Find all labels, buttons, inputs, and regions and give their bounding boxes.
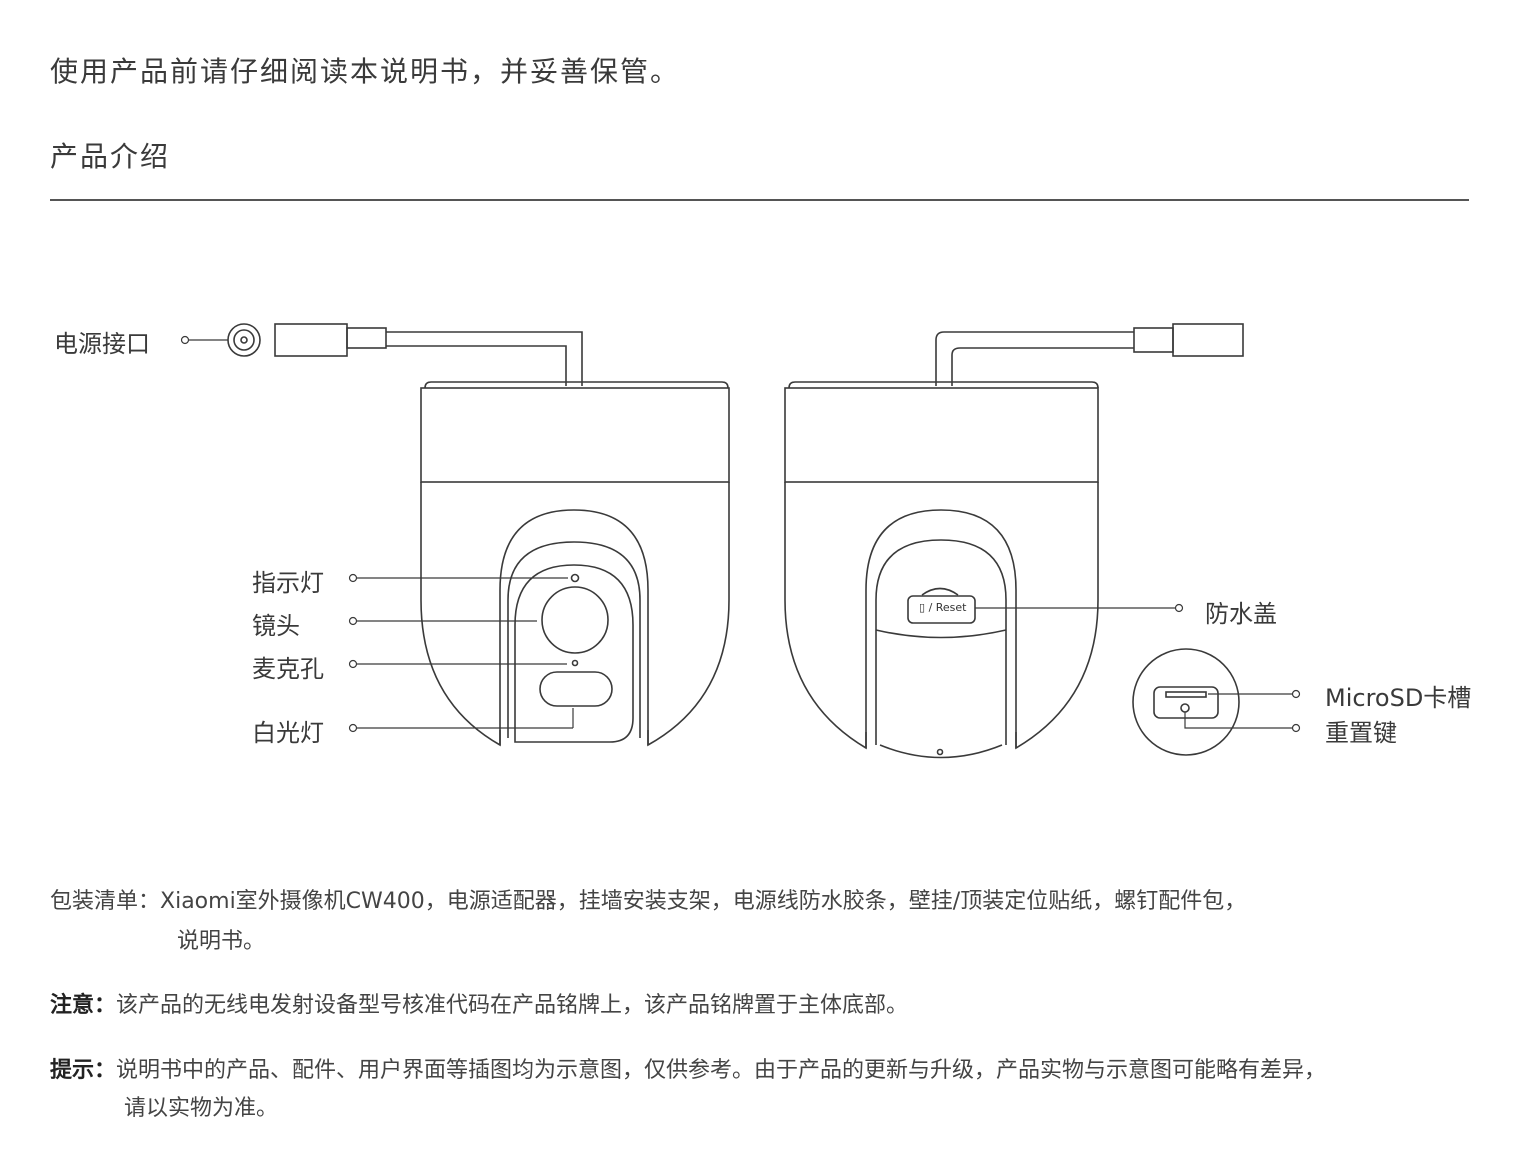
intro-text: 使用产品前请仔细阅读本说明书，并妥善保管。 (50, 55, 681, 88)
divider (50, 199, 1469, 201)
label-mic: 麦克孔 (252, 655, 324, 683)
label-reset-button: 重置键 (1325, 719, 1397, 747)
tip-line1: 说明书中的产品、配件、用户界面等插图均为示意图，仅供参考。由于产品的更新与升级，… (116, 1058, 1327, 1083)
back-camera-illustration (784, 323, 1244, 759)
label-power-port: 电源接口 (54, 330, 150, 358)
label-microsd-slot: MicroSD卡槽 (1325, 684, 1472, 712)
sd-card-icon: ▯ (919, 601, 926, 614)
package-line1: Xiaomi室外摄像机CW400，电源适配器，挂墙安装支架，电源线防水胶条，壁挂… (160, 889, 1247, 914)
attention-note: 注意：该产品的无线电发射设备型号核准代码在产品铭牌上，该产品铭牌置于主体底部。 (50, 986, 908, 1026)
label-lens: 镜头 (252, 612, 300, 640)
attention-head: 注意： (50, 993, 117, 1018)
package-head: 包装清单： (50, 889, 161, 914)
package-line2: 说明书。 (177, 929, 266, 954)
sd-slot-detail (1132, 648, 1301, 756)
front-camera-illustration (180, 323, 730, 747)
attention-text: 该产品的无线电发射设备型号核准代码在产品铭牌上，该产品铭牌置于主体底部。 (116, 993, 909, 1018)
reset-plate: ▯ / Reset (919, 601, 967, 614)
tip-line2: 请以实物为准。 (124, 1096, 279, 1121)
tip-note: 提示：说明书中的产品、配件、用户界面等插图均为示意图，仅供参考。由于产品的更新与… (50, 1051, 1326, 1091)
label-white-light: 白光灯 (252, 719, 324, 747)
tip-head: 提示： (50, 1058, 117, 1083)
label-waterproof-cover: 防水盖 (1205, 600, 1277, 628)
section-title: 产品介绍 (50, 140, 171, 173)
label-indicator: 指示灯 (252, 569, 324, 597)
reset-plate-label: / Reset (928, 601, 967, 614)
package-list: 包装清单：Xiaomi室外摄像机CW400，电源适配器，挂墙安装支架，电源线防水… (50, 882, 1246, 922)
